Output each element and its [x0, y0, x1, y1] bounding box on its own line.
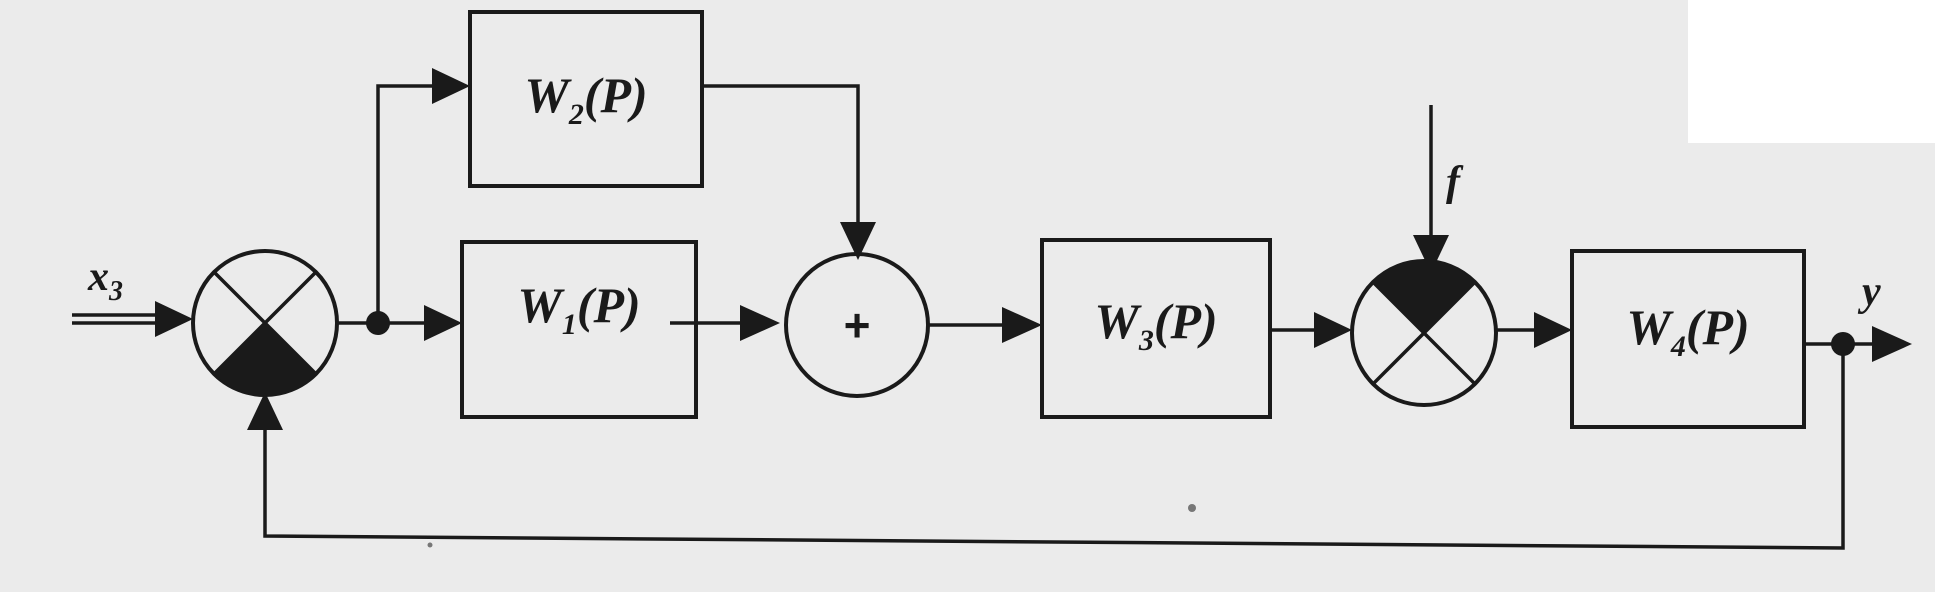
speck — [427, 542, 433, 548]
w2-subscript: 2 — [568, 98, 584, 131]
arrowhead-disturbance — [1413, 235, 1449, 273]
arrowhead-to-w1 — [424, 305, 462, 341]
w1-subscript: 1 — [562, 308, 577, 341]
w1-argument: (P) — [577, 277, 641, 333]
w3-symbol: W — [1094, 293, 1142, 349]
disturbance-label: f — [1446, 159, 1464, 205]
svg-text:W2(P): W2(P) — [524, 67, 647, 131]
w3-subscript: 3 — [1138, 324, 1154, 357]
feedback-arrowhead — [247, 392, 283, 430]
input-signal-label: x — [87, 254, 109, 300]
summing-junction: + — [784, 252, 930, 398]
svg-text:W4(P): W4(P) — [1626, 299, 1749, 363]
w2-argument: (P) — [584, 67, 648, 123]
wire-branch-to-w2 — [376, 84, 440, 323]
block-w1: W1(P) — [460, 240, 698, 419]
block-w2: W2(P) — [468, 10, 704, 188]
w3-argument: (P) — [1154, 293, 1218, 349]
input-arrowhead — [155, 301, 193, 337]
feedback-path — [263, 344, 1845, 550]
output-arrowhead — [1872, 326, 1912, 362]
svg-text:W1(P): W1(P) — [517, 277, 640, 341]
arrowhead-to-w3 — [1002, 307, 1042, 343]
arrowhead-to-w2 — [432, 68, 470, 104]
arrowhead-to-sum-left — [740, 305, 780, 341]
w1-symbol: W — [517, 277, 565, 333]
arrowhead-to-comp2 — [1314, 312, 1352, 348]
wire-w2-to-sum — [702, 84, 860, 222]
svg-text:x3: x3 — [87, 254, 123, 307]
plus-sign: + — [844, 299, 871, 351]
w4-symbol: W — [1626, 299, 1674, 355]
input-line — [72, 301, 193, 337]
output-label: y — [1857, 269, 1881, 315]
speck — [1188, 504, 1196, 512]
arrowhead-to-w4 — [1534, 312, 1572, 348]
w2-symbol: W — [524, 67, 572, 123]
block-w4: W4(P) — [1570, 249, 1806, 429]
blank-corner-patch — [1688, 0, 1935, 143]
input-signal-subscript: 3 — [108, 276, 123, 307]
comparator-disturbance — [1350, 259, 1498, 407]
w4-subscript: 4 — [1670, 330, 1686, 363]
comparator-input — [191, 249, 339, 397]
arrowhead-to-sum-top — [840, 222, 876, 260]
block-w3: W3(P) — [1040, 238, 1272, 419]
svg-text:W3(P): W3(P) — [1094, 293, 1217, 357]
w4-argument: (P) — [1686, 299, 1750, 355]
